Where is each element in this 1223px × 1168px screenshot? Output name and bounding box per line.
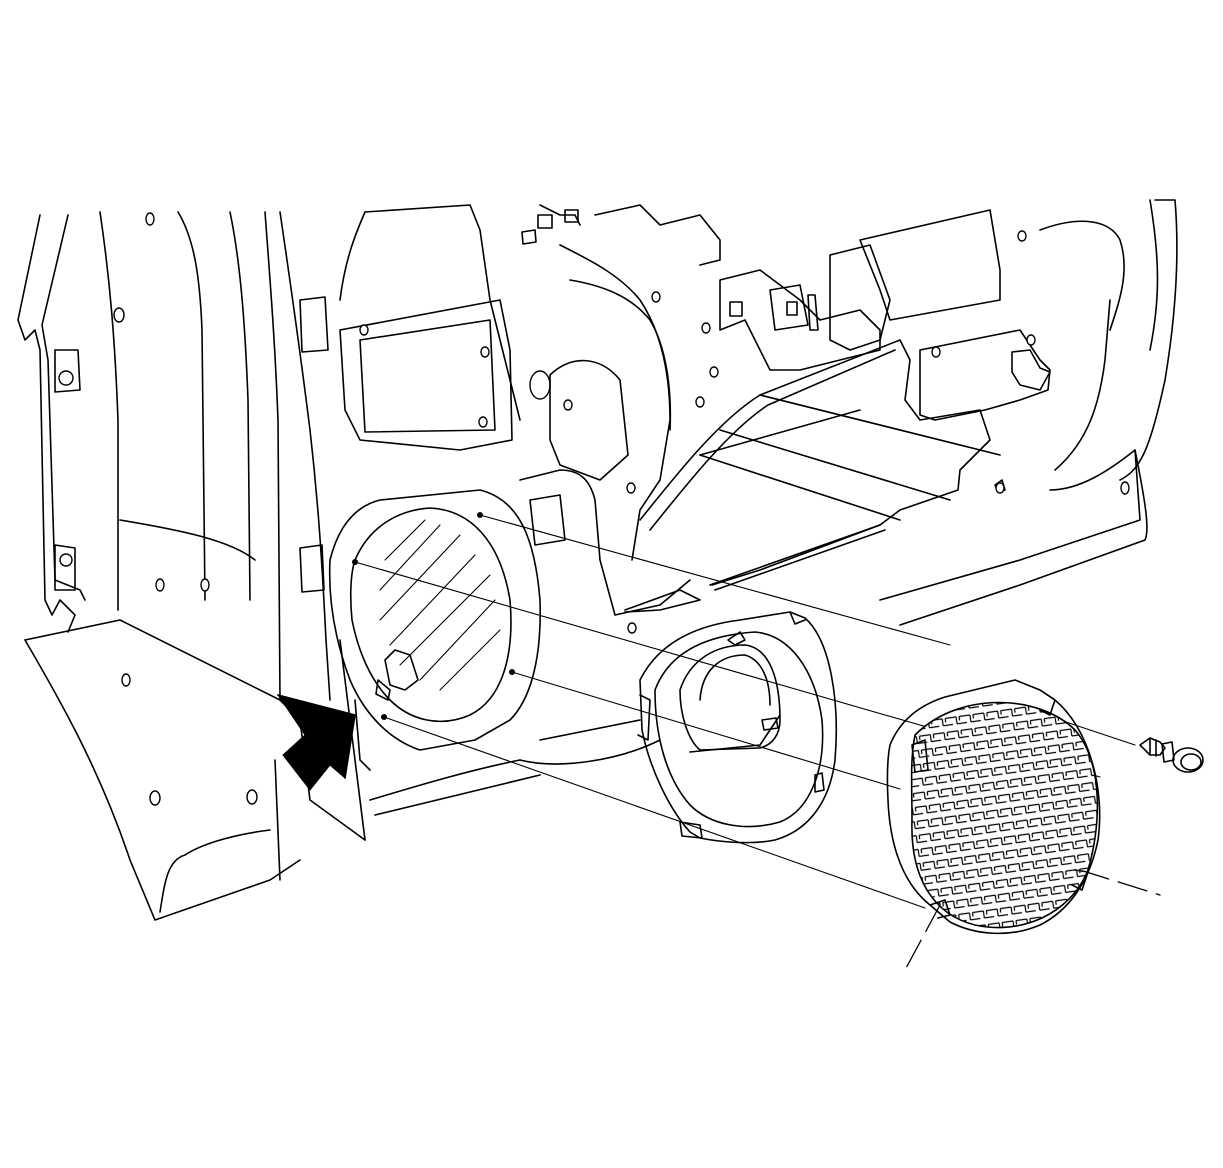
alignment-lines xyxy=(354,514,1161,971)
door-inner-panel xyxy=(17,199,1178,921)
arrow-icon xyxy=(276,694,356,791)
speaker-grille xyxy=(886,679,1101,935)
push-pin-retainer xyxy=(1139,737,1204,773)
speaker-opening xyxy=(328,489,542,751)
speaker xyxy=(637,611,838,844)
